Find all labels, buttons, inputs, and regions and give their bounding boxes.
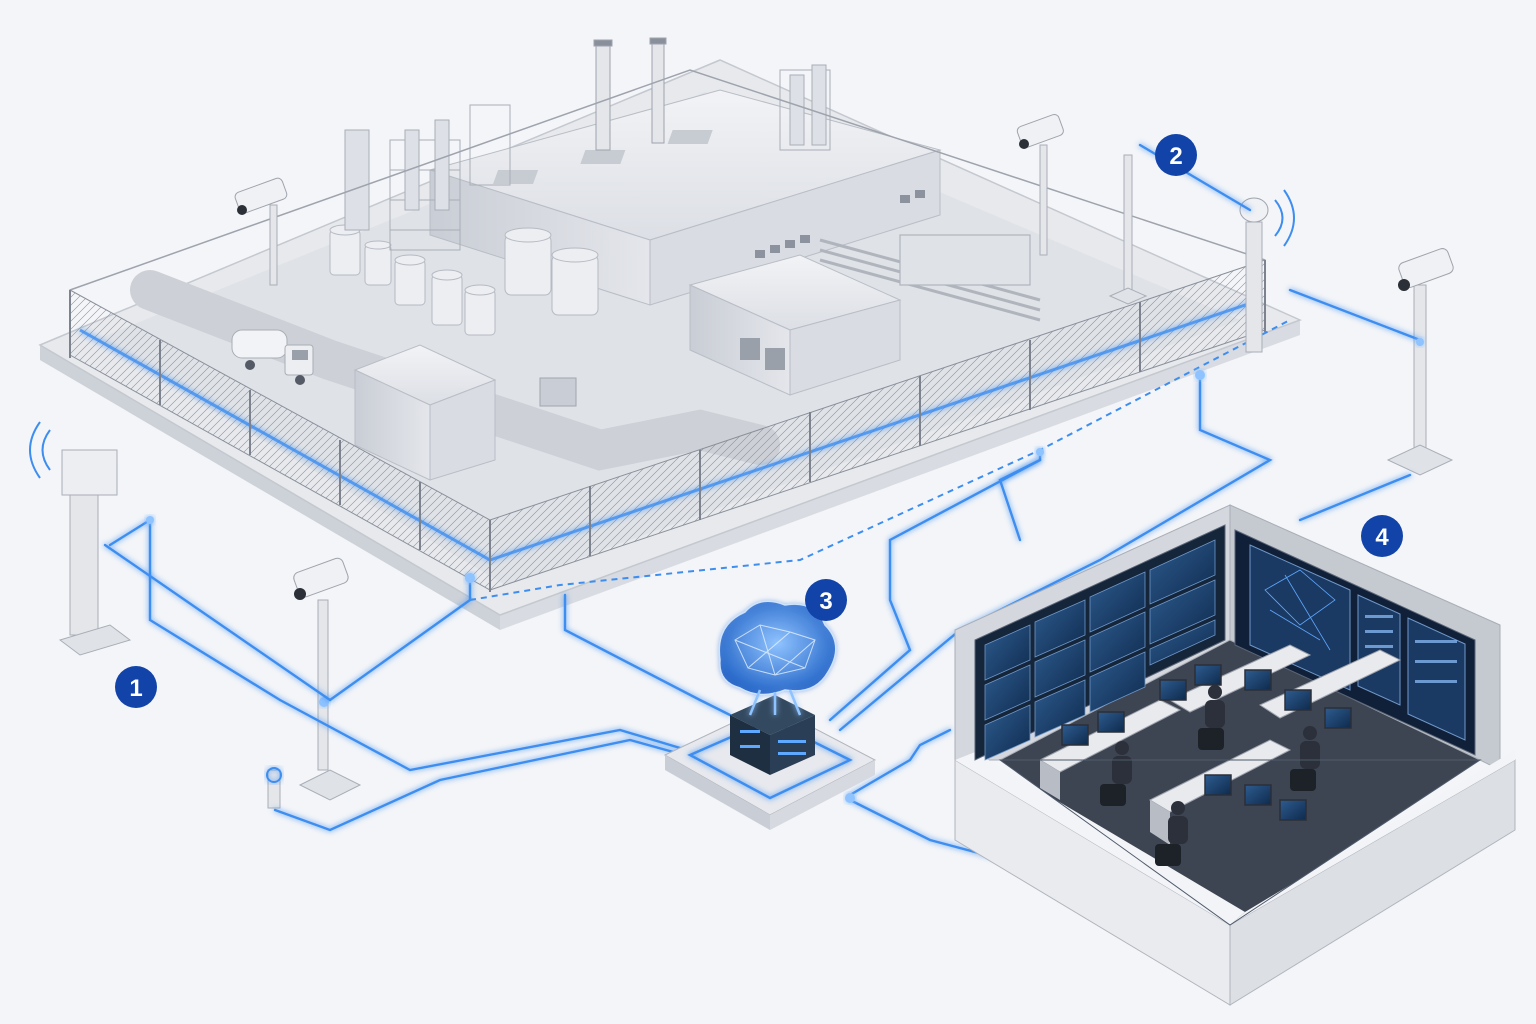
utility-building — [353, 344, 497, 481]
cctv-camera-far-right — [1386, 248, 1454, 476]
ground-sensor — [266, 767, 282, 809]
warehouse-building — [688, 254, 902, 396]
cctv-camera-facility-left — [234, 177, 288, 286]
operator-monitors — [1061, 664, 1352, 821]
ai-analytics-hub — [663, 600, 877, 830]
camera-icon — [293, 557, 349, 600]
cctv-camera-facility-right — [1016, 113, 1064, 256]
step-badge-1: 1 — [115, 666, 157, 708]
step-badge-4: 4 — [1361, 515, 1403, 557]
facility-platform-side — [40, 345, 500, 630]
step-badge-3: 3 — [805, 579, 847, 621]
equipment-container — [539, 377, 577, 407]
tanker-truck — [231, 329, 314, 385]
security-control-room — [954, 504, 1516, 1006]
process-towers — [344, 64, 831, 251]
step-badge-4-label: 4 — [1375, 524, 1389, 551]
radar-icon — [1274, 189, 1295, 247]
chimneys — [593, 37, 667, 151]
facility-platform-side — [500, 320, 1300, 630]
operators — [1100, 685, 1320, 866]
perimeter-fence — [69, 69, 1291, 601]
step-badge-2-label: 2 — [1169, 143, 1182, 170]
step-badge-2: 2 — [1155, 134, 1197, 176]
brain-icon — [718, 600, 837, 716]
fence-dashed-cable — [469, 319, 1291, 601]
radar-icon — [29, 421, 51, 479]
cctv-camera-left — [293, 557, 362, 801]
radar-sensor-left — [29, 421, 132, 656]
pipe-rack — [819, 234, 1041, 322]
camera-icon — [1016, 113, 1064, 149]
radar-sensor-right — [1239, 189, 1295, 353]
video-wall-left — [974, 524, 1226, 761]
step-badge-1-label: 1 — [129, 675, 142, 702]
storage-tanks — [329, 224, 599, 336]
camera-icon — [234, 177, 288, 215]
step-badge-3-label: 3 — [819, 588, 832, 615]
camera-icon — [1398, 248, 1454, 291]
network-cables — [103, 143, 1422, 882]
server-block — [730, 695, 815, 775]
light-pole — [1108, 154, 1148, 305]
